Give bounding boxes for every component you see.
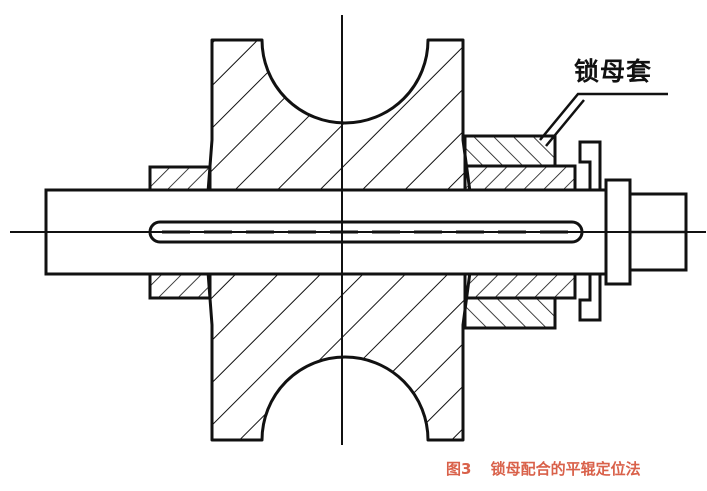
lock-nut-sleeve-label: 锁母套	[574, 57, 653, 86]
roller-upper	[206, 38, 472, 194]
center-lines	[10, 15, 706, 445]
figure-caption: 图3 锁母配合的平辊定位法	[446, 458, 641, 479]
figure-number: 图3	[446, 460, 472, 478]
label-leader	[539, 92, 668, 147]
roller-section	[206, 38, 472, 442]
figure-title: 锁母配合的平辊定位法	[490, 460, 641, 478]
lock-nut-sleeve	[463, 134, 602, 330]
roller-lower	[206, 270, 472, 442]
